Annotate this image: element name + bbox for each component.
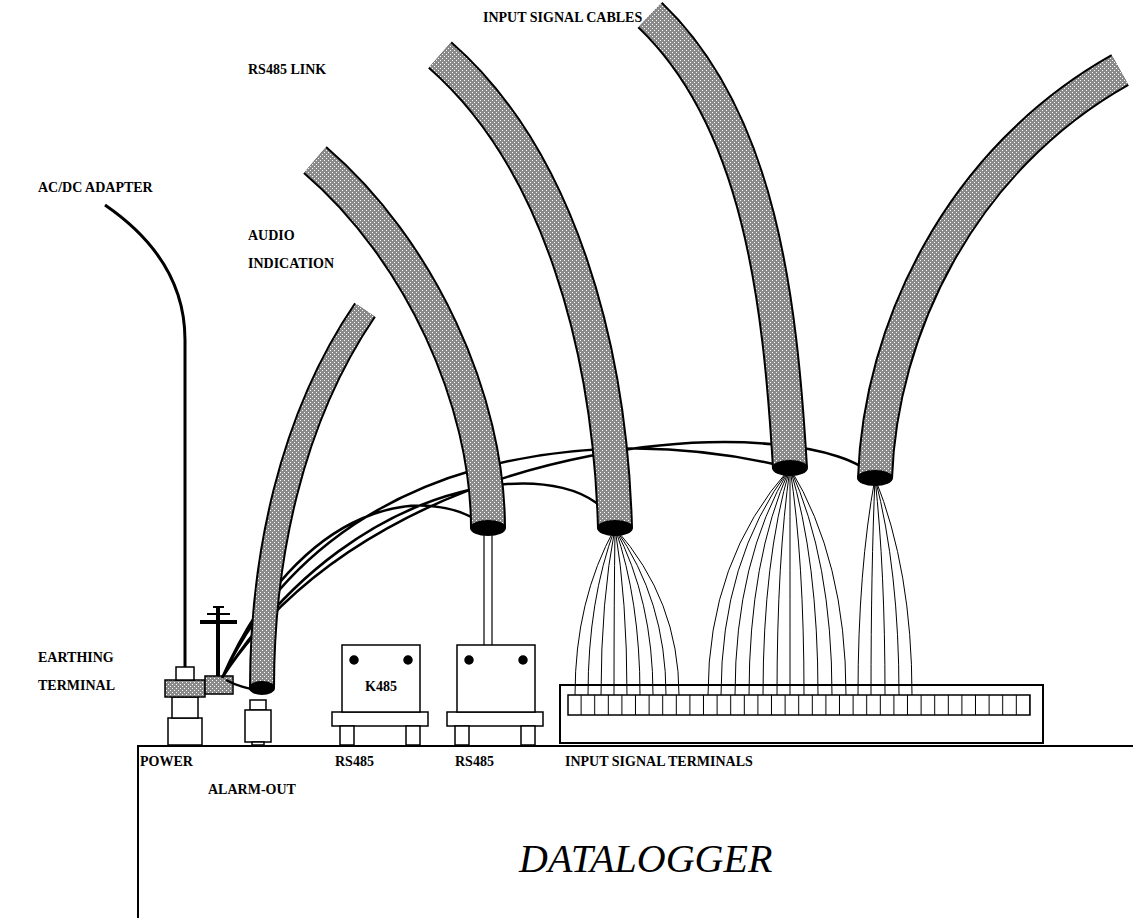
earthing-label: EARTHING TERMINAL — [38, 644, 148, 700]
k485-connector: K485 — [342, 645, 420, 712]
node-text: K485 — [365, 679, 397, 696]
node-text: DATALOGGER — [519, 835, 772, 883]
adapter-lead — [105, 205, 185, 667]
rs485-link-label: RS485 LINK — [248, 56, 398, 84]
cables-label: INPUT SIGNAL CABLES — [483, 4, 743, 32]
terminal-strip — [568, 695, 1030, 715]
terminals-label: INPUT SIGNAL TERMINALS — [565, 748, 865, 776]
earthing-terminal — [200, 607, 237, 694]
alarm-out-label: ALARM-OUT — [208, 776, 328, 804]
adapter-label: AC/DC ADAPTER — [38, 174, 198, 202]
rs485-connector — [447, 645, 543, 745]
earth-wires — [222, 442, 875, 690]
port-label: RS485 — [335, 748, 415, 776]
power-connector — [165, 667, 205, 745]
audio-label: AUDIO INDICATION — [248, 222, 358, 278]
alarm-out-jack — [245, 700, 271, 745]
power-label: POWER — [140, 748, 220, 776]
datalogger-housing: DATALOGGER — [137, 745, 1133, 918]
rs485-connector — [332, 645, 428, 745]
rs485-lead — [484, 530, 492, 645]
cables — [262, 15, 1120, 688]
cable-ends — [249, 460, 893, 695]
terminal-block — [560, 685, 1043, 743]
port-label: RS485 — [455, 748, 535, 776]
